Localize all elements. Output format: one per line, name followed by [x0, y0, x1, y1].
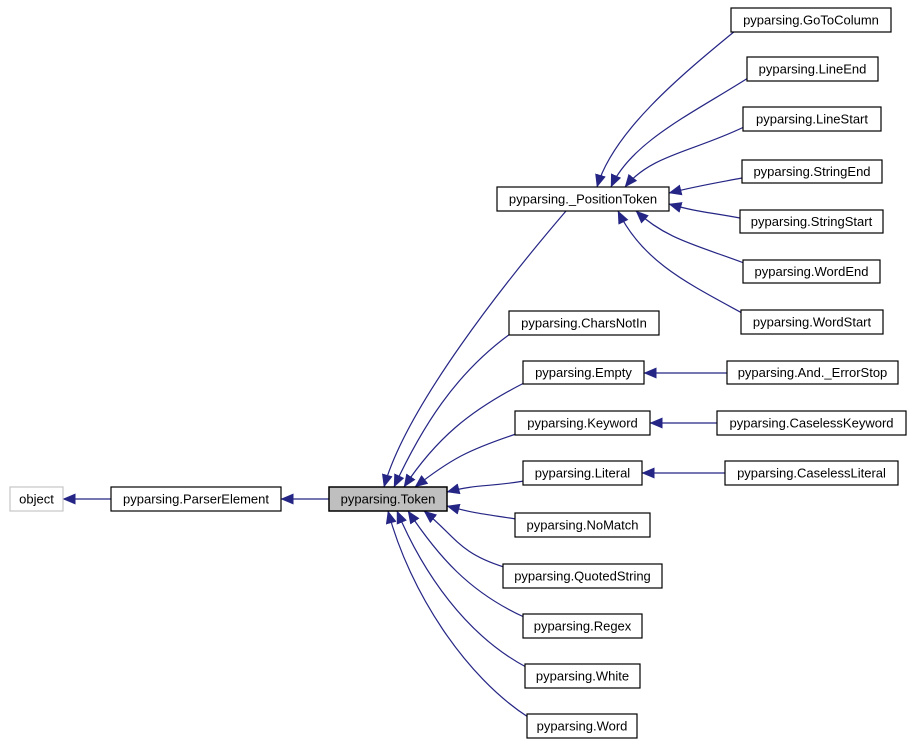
node-layer: object pyparsing.ParserElement pyparsing.T… [9, 7, 907, 739]
class-node-empty[interactable]: pyparsing.Empty [522, 360, 645, 385]
class-node-token[interactable]: pyparsing.Token [328, 486, 448, 512]
inheritance-edge-string-start-to-position-token [668, 202, 741, 219]
class-node-box [496, 186, 670, 212]
class-node-box [730, 7, 892, 33]
class-node-caseless-literal[interactable]: pyparsing.CaselessLiteral [724, 460, 899, 486]
inheritance-edge-word-to-token [385, 510, 529, 718]
class-node-label: pyparsing.WordStart [753, 315, 872, 330]
class-node-box [741, 159, 883, 184]
class-node-box [514, 512, 651, 538]
class-node-box [524, 663, 641, 689]
class-node-word-start[interactable]: pyparsing.WordStart [740, 309, 884, 335]
inheritance-edge-empty-to-token [403, 382, 525, 488]
inheritance-edge-string-end-to-position-token [668, 177, 743, 196]
inheritance-edge-word-start-to-position-token [617, 210, 743, 314]
inheritance-edge-word-end-to-position-token [635, 210, 745, 264]
class-node-box [522, 460, 643, 486]
class-node-word-end[interactable]: pyparsing.WordEnd [742, 259, 881, 284]
inheritance-edge-keyword-to-token [414, 433, 517, 488]
class-node-box [726, 360, 899, 385]
class-node-label: pyparsing.WordEnd [755, 264, 869, 279]
class-node-label: pyparsing.ParserElement [123, 492, 269, 507]
class-node-box [746, 56, 879, 82]
inheritance-edge-position-token-to-token [382, 210, 567, 488]
inheritance-edge-no-match-to-token [446, 503, 517, 520]
class-node-box [740, 309, 884, 335]
class-node-box [514, 410, 651, 436]
inheritance-edge-chars-not-in-to-token [393, 333, 511, 488]
class-node-label: pyparsing.LineStart [756, 112, 868, 127]
class-node-parser-element[interactable]: pyparsing.ParserElement [110, 486, 282, 512]
class-node-label: pyparsing.Empty [535, 365, 632, 380]
class-node-label: pyparsing.Regex [534, 619, 632, 634]
class-node-caseless-keyword[interactable]: pyparsing.CaselessKeyword [716, 410, 907, 436]
class-node-word[interactable]: pyparsing.Word [526, 713, 638, 739]
class-node-box [522, 360, 645, 385]
class-node-box [9, 486, 64, 512]
class-node-box [739, 209, 884, 234]
inheritance-edge-regex-to-token [407, 510, 525, 618]
class-node-keyword[interactable]: pyparsing.Keyword [514, 410, 651, 436]
inheritance-edge-goto-column-to-position-token [595, 30, 736, 188]
class-node-line-start[interactable]: pyparsing.LineStart [742, 106, 882, 132]
inheritance-edge-quoted-string-to-token [423, 510, 505, 568]
class-node-error-stop[interactable]: pyparsing.And._ErrorStop [726, 360, 899, 385]
class-node-label: pyparsing.And._ErrorStop [738, 365, 888, 380]
class-node-label: pyparsing.Literal [535, 466, 630, 481]
class-node-regex[interactable]: pyparsing.Regex [522, 613, 643, 639]
class-node-box [724, 460, 899, 486]
class-node-box [508, 310, 660, 336]
class-node-white[interactable]: pyparsing.White [524, 663, 641, 689]
class-node-chars-not-in[interactable]: pyparsing.CharsNotIn [508, 310, 660, 336]
class-node-label: pyparsing.GoToColumn [743, 13, 879, 28]
edge-layer [62, 30, 749, 718]
class-node-literal[interactable]: pyparsing.Literal [522, 460, 643, 486]
inheritance-edge-line-end-to-position-token [610, 77, 749, 188]
inheritance-edge-line-start-to-position-token [624, 126, 745, 188]
inheritance-edge-white-to-token [396, 510, 527, 668]
class-node-string-start[interactable]: pyparsing.StringStart [739, 209, 884, 234]
class-node-label: pyparsing.StringEnd [753, 164, 870, 179]
class-node-label: pyparsing.CharsNotIn [521, 316, 647, 331]
class-node-label: pyparsing.CaselessKeyword [729, 416, 893, 431]
class-node-box [742, 259, 881, 284]
class-node-label: pyparsing.Keyword [527, 416, 638, 431]
class-node-string-end[interactable]: pyparsing.StringEnd [741, 159, 883, 184]
class-node-line-end[interactable]: pyparsing.LineEnd [746, 56, 879, 82]
class-node-box [110, 486, 282, 512]
class-node-box [502, 563, 663, 589]
class-node-goto-column[interactable]: pyparsing.GoToColumn [730, 7, 892, 33]
inheritance-edge-literal-to-token [446, 480, 525, 495]
class-node-label: pyparsing.QuotedString [514, 569, 651, 584]
class-node-box [742, 106, 882, 132]
class-node-position-token[interactable]: pyparsing._PositionToken [496, 186, 670, 212]
class-node-no-match[interactable]: pyparsing.NoMatch [514, 512, 651, 538]
class-node-label: pyparsing.StringStart [751, 214, 873, 229]
class-node-label: pyparsing.White [536, 669, 629, 684]
class-node-object: object [9, 486, 64, 512]
class-node-box [526, 713, 638, 739]
class-node-box [328, 486, 448, 512]
class-node-box [522, 613, 643, 639]
class-node-label: pyparsing._PositionToken [509, 192, 657, 207]
class-node-box [716, 410, 907, 436]
class-node-quoted-string[interactable]: pyparsing.QuotedString [502, 563, 663, 589]
class-node-label: pyparsing.Word [537, 719, 628, 734]
class-node-label: pyparsing.NoMatch [527, 518, 639, 533]
class-node-label: pyparsing.LineEnd [759, 62, 867, 77]
class-node-label: pyparsing.CaselessLiteral [737, 466, 886, 481]
class-node-label: pyparsing.Token [341, 492, 436, 507]
class-node-label: object [19, 492, 54, 507]
